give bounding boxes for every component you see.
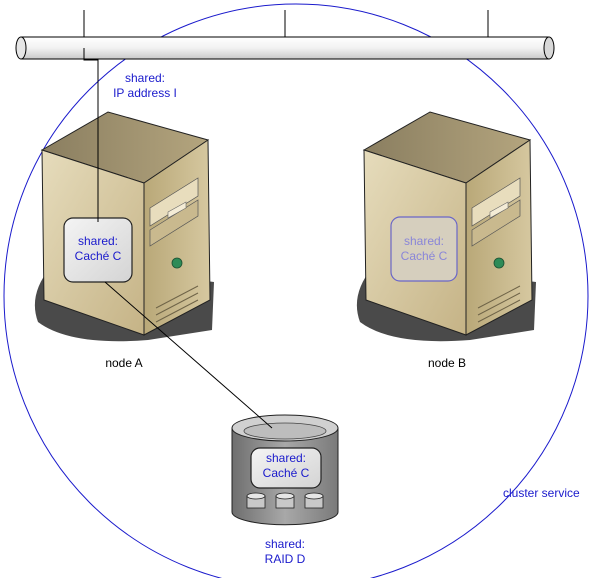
shared-ip-label: shared: IP address I	[100, 71, 190, 101]
disk-icon	[275, 492, 295, 509]
raid-line1: shared:	[264, 537, 306, 551]
cache-box-b	[390, 216, 458, 282]
node-b-label: node B	[427, 356, 467, 370]
cache-label-b: shared: Caché C	[391, 234, 457, 264]
cache-b-line1: shared:	[403, 234, 445, 248]
cache-a-line1: shared:	[77, 234, 119, 248]
power-led-icon	[171, 257, 183, 269]
ip-connector-line	[83, 48, 99, 222]
cache-label-a: shared: Caché C	[64, 234, 132, 264]
disk-icon	[304, 492, 324, 509]
disk-icon	[246, 492, 266, 509]
cluster-service-circle	[3, 3, 589, 578]
node-a-label: node A	[105, 356, 143, 370]
cache-raid-line1: shared:	[265, 451, 307, 465]
shared-ip-line1: shared:	[124, 71, 166, 85]
power-led-icon	[493, 257, 505, 269]
raid-line2: RAID D	[264, 552, 306, 566]
network-bus	[15, 10, 555, 60]
cache-raid-line2: Caché C	[262, 466, 310, 480]
cache-label-raid: shared: Caché C	[251, 451, 321, 481]
cache-b-line2: Caché C	[400, 249, 448, 263]
storage-connector-line	[104, 281, 273, 429]
cache-a-line2: Caché C	[74, 249, 122, 263]
raid-label: shared: RAID D	[245, 537, 325, 567]
raid-storage-icon	[231, 414, 339, 526]
cluster-service-label: cluster service	[503, 486, 580, 500]
shared-ip-line2: IP address I	[113, 86, 177, 100]
